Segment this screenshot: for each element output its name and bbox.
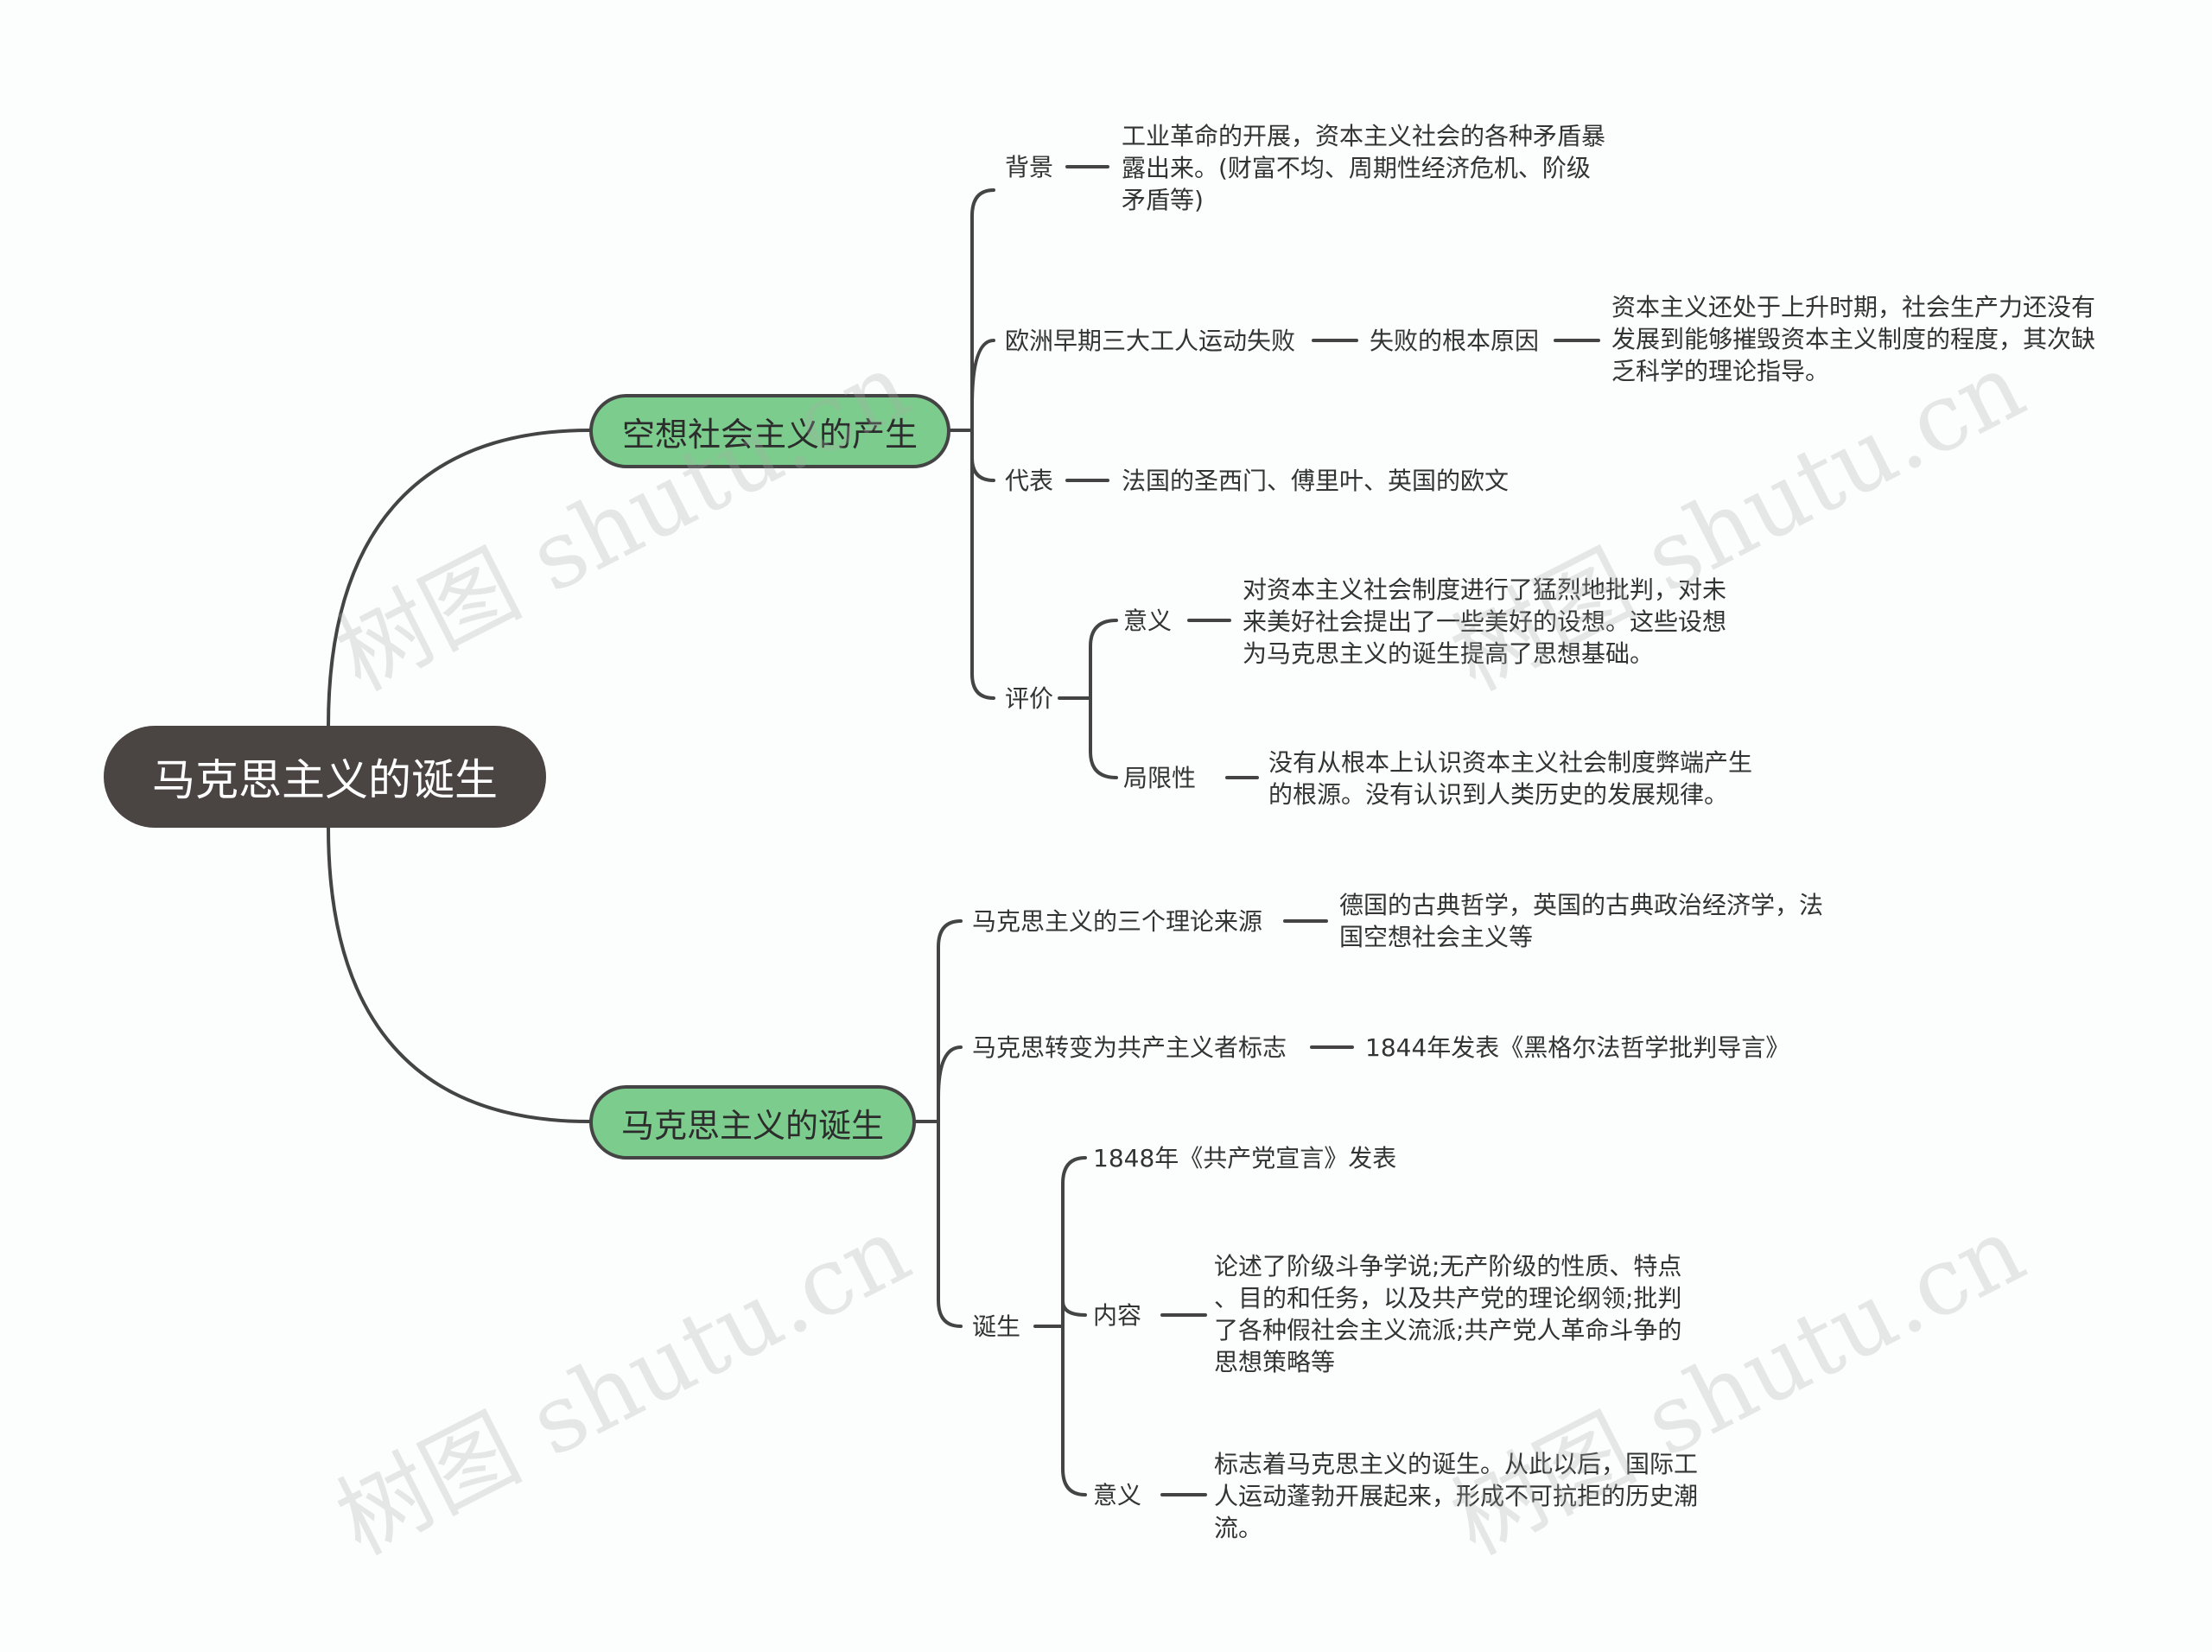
text-significance-line1: 对资本主义社会制度进行了猛烈地批判，对未 <box>1243 575 1727 604</box>
node-background[interactable]: 背景 <box>1005 153 1054 181</box>
root-node[interactable]: 马克思主义的诞生 <box>104 726 546 828</box>
bracket-branch2 <box>937 919 963 1328</box>
text-sources-line2: 国空想社会主义等 <box>1339 923 1534 951</box>
node-birth[interactable]: 诞生 <box>972 1312 1021 1341</box>
text-birth-significance-line3: 流。 <box>1214 1514 1263 1542</box>
text-background-line2: 露出来。(财富不均、周期性经济危机、阶级 <box>1122 154 1591 182</box>
text-failure-line3: 乏科学的理论指导。 <box>1611 357 1830 385</box>
text-failure-line1: 资本主义还处于上升时期，社会生产力还没有 <box>1611 293 2096 321</box>
text-content-line4: 思想策略等 <box>1214 1348 1336 1376</box>
text-content-line3: 了各种假社会主义流派;共产党人革命斗争的 <box>1214 1316 1682 1344</box>
node-birth-content[interactable]: 内容 <box>1093 1301 1142 1330</box>
text-birth-significance-line2: 人运动蓬勃开展起来，形成不可抗拒的历史潮 <box>1214 1482 1699 1510</box>
bracket-branch1 <box>970 188 995 700</box>
text-failure-line2: 发展到能够摧毁资本主义制度的程度，其次缺 <box>1611 325 2096 353</box>
branch-marxism-birth[interactable]: 马克思主义的诞生 <box>589 1085 916 1160</box>
node-birth-significance[interactable]: 意义 <box>1093 1481 1142 1509</box>
text-birth-significance-line1: 标志着马克思主义的诞生。从此以后，国际工 <box>1214 1450 1699 1478</box>
node-failure-root-cause[interactable]: 失败的根本原因 <box>1370 327 1540 355</box>
bracket-birth <box>1061 1156 1087 1496</box>
link-root-branch2 <box>327 826 591 1123</box>
text-sources-line1: 德国的古典哲学，英国的古典政治经济学，法 <box>1339 891 1824 919</box>
text-background-line3: 矛盾等) <box>1122 186 1204 214</box>
node-evaluation-limitations[interactable]: 局限性 <box>1123 764 1197 792</box>
text-limitations-line1: 没有从根本上认识资本主义社会制度弊端产生 <box>1268 748 1753 777</box>
node-three-sources[interactable]: 马克思主义的三个理论来源 <box>972 907 1263 936</box>
text-representatives: 法国的圣西门、傅里叶、英国的欧文 <box>1122 467 1510 495</box>
text-background-line1: 工业革命的开展，资本主义社会的各种矛盾暴 <box>1122 122 1606 150</box>
branch-utopian-socialism[interactable]: 空想社会主义的产生 <box>589 394 950 468</box>
text-significance-line3: 为马克思主义的诞生提高了思想基础。 <box>1243 639 1655 668</box>
link-root-branch1 <box>327 429 591 728</box>
node-evaluation-significance[interactable]: 意义 <box>1123 607 1173 635</box>
text-significance-line2: 来美好社会提出了一些美好的设想。这些设想 <box>1243 607 1727 636</box>
node-workers-movement-failure[interactable]: 欧洲早期三大工人运动失败 <box>1005 327 1296 355</box>
node-evaluation[interactable]: 评价 <box>1005 684 1054 713</box>
node-manifesto[interactable]: 1848年《共产党宣言》发表 <box>1093 1144 1397 1172</box>
node-communist-turn[interactable]: 马克思转变为共产主义者标志 <box>972 1033 1287 1062</box>
text-limitations-line2: 的根源。没有认识到人类历史的发展规律。 <box>1268 780 1729 809</box>
text-content-line1: 论述了阶级斗争学说;无产阶级的性质、特点 <box>1214 1252 1682 1280</box>
text-communist-turn: 1844年发表《黑格尔法哲学批判导言》 <box>1365 1033 1790 1062</box>
node-representatives[interactable]: 代表 <box>1005 467 1054 495</box>
text-content-line2: 、目的和任务，以及共产党的理论纲领;批判 <box>1214 1284 1682 1312</box>
bracket-evaluation <box>1089 619 1118 779</box>
